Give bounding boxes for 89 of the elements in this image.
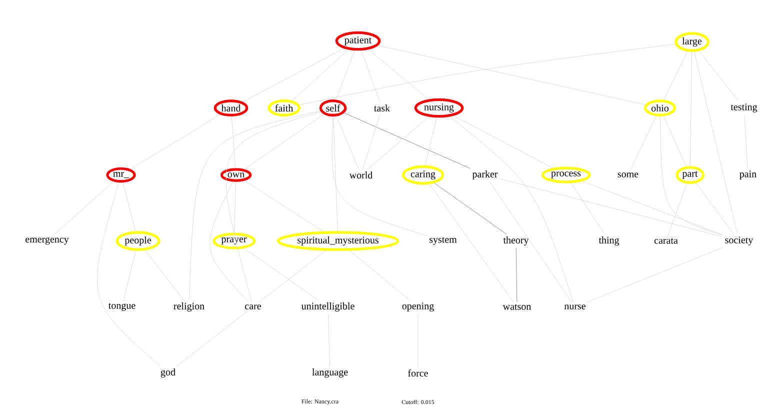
connector-line bbox=[582, 180, 723, 236]
connector-line bbox=[664, 51, 688, 100]
connector-line bbox=[226, 111, 321, 303]
term-label: emergency bbox=[26, 237, 69, 245]
connector-line bbox=[663, 116, 686, 167]
circled-term: prayer bbox=[212, 232, 256, 250]
connector-line bbox=[336, 50, 355, 100]
connector-line bbox=[176, 311, 248, 366]
circled-term: ohio bbox=[644, 100, 676, 116]
connector-line bbox=[123, 250, 136, 302]
term-label: parker bbox=[472, 170, 498, 180]
connector-line bbox=[122, 182, 136, 232]
connector-line bbox=[668, 183, 688, 236]
circled-term: nursing bbox=[414, 98, 464, 118]
term-label: theory bbox=[503, 236, 529, 246]
term-label: world bbox=[349, 171, 373, 178]
circled-term: faith bbox=[268, 100, 300, 116]
circled-term: part bbox=[676, 166, 704, 184]
term-label: carata bbox=[654, 238, 678, 244]
circled-term: own bbox=[220, 168, 252, 182]
connector-line bbox=[660, 116, 723, 236]
connector-line bbox=[333, 116, 338, 232]
term-label: pain bbox=[740, 170, 756, 180]
circled-term: self bbox=[319, 100, 347, 116]
term-label: unintelligible bbox=[301, 302, 354, 312]
connector-line bbox=[244, 114, 324, 170]
connector-line bbox=[453, 115, 554, 168]
circled-term: large bbox=[674, 32, 710, 52]
connector-line bbox=[429, 184, 514, 302]
circled-term: mr_ bbox=[106, 167, 136, 183]
connector-line bbox=[362, 113, 380, 170]
connector-line bbox=[210, 181, 249, 303]
connector-line bbox=[242, 48, 344, 102]
connector-line bbox=[744, 114, 748, 169]
connector-line bbox=[696, 182, 734, 235]
circled-term: process bbox=[541, 166, 591, 184]
term-label: nurse bbox=[564, 304, 586, 310]
term-label: thing bbox=[598, 236, 620, 246]
connector-line bbox=[332, 116, 428, 236]
connector-line bbox=[231, 116, 236, 168]
term-label: force bbox=[408, 369, 428, 377]
connector-line bbox=[336, 116, 359, 170]
term-label: system bbox=[430, 237, 457, 245]
connector-line bbox=[292, 49, 349, 101]
connector-line bbox=[96, 182, 161, 366]
connector-line bbox=[378, 45, 646, 105]
connector-line bbox=[344, 112, 470, 169]
connector-line bbox=[53, 181, 114, 236]
connector-line bbox=[144, 250, 184, 300]
connector-line bbox=[489, 181, 572, 303]
connector-line bbox=[234, 182, 236, 233]
circled-term: hand bbox=[214, 100, 248, 116]
connector-line bbox=[298, 44, 676, 106]
term-label: tongue bbox=[108, 303, 136, 311]
term-label: testing bbox=[730, 104, 758, 112]
connector-line bbox=[367, 116, 430, 170]
circled-term: caring bbox=[402, 165, 444, 185]
connector-line bbox=[258, 250, 326, 303]
connector-line bbox=[244, 180, 324, 232]
term-label: opening bbox=[402, 302, 434, 312]
term-label: language bbox=[312, 368, 348, 378]
connector-line bbox=[630, 116, 656, 171]
term-label: some bbox=[618, 172, 638, 178]
connector-line bbox=[361, 50, 380, 103]
connector-line bbox=[571, 182, 605, 234]
connector-line bbox=[434, 182, 507, 234]
connector-line bbox=[244, 248, 319, 300]
term-label: god bbox=[160, 368, 176, 378]
connector-line bbox=[500, 178, 723, 237]
circled-term: patient bbox=[335, 31, 381, 51]
term-label: care bbox=[245, 304, 261, 310]
term-label: religion bbox=[174, 302, 204, 312]
connector-line bbox=[698, 50, 740, 102]
term-label: task bbox=[374, 104, 390, 112]
connector-line bbox=[328, 314, 330, 366]
term-label: watson bbox=[502, 304, 531, 310]
connector-line bbox=[694, 52, 738, 235]
circled-term: people bbox=[116, 231, 160, 251]
connector-line bbox=[586, 247, 723, 303]
connector-line bbox=[130, 114, 220, 170]
connector-line bbox=[189, 110, 320, 300]
connector-line bbox=[349, 250, 410, 301]
circled-term: spiritual_mysterious bbox=[276, 231, 400, 251]
term-label: society bbox=[725, 236, 754, 246]
connector-line bbox=[425, 117, 437, 166]
connector-line bbox=[368, 49, 429, 100]
connector-line bbox=[516, 248, 518, 302]
connector-line bbox=[690, 52, 692, 166]
connector-line bbox=[450, 116, 574, 303]
